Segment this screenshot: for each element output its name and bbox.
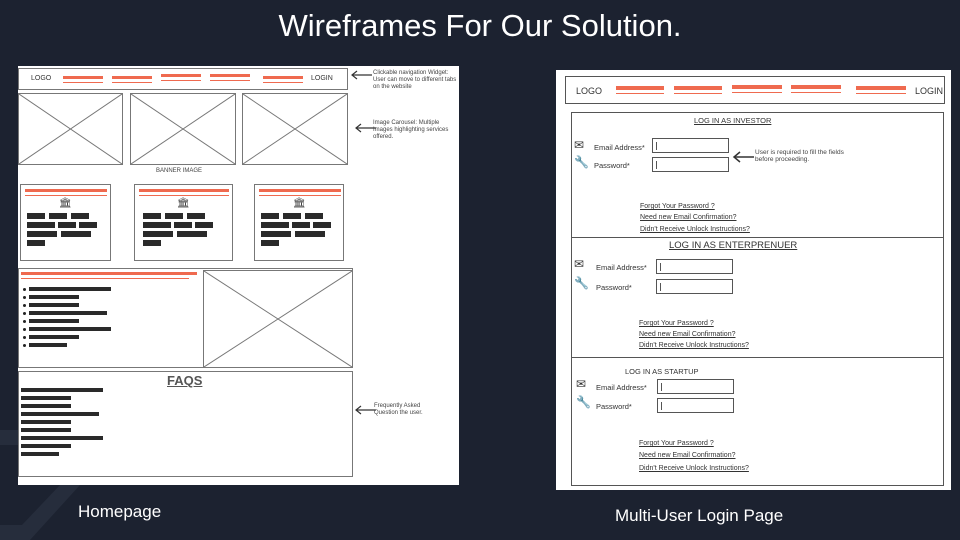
bank-icon: 🏛	[59, 198, 72, 209]
email-label: Email Address*	[596, 263, 647, 272]
login-nav-logo: LOGO	[576, 86, 603, 96]
service-card-1: 🏛	[20, 184, 111, 261]
nav-item[interactable]	[791, 85, 841, 89]
bank-icon: 🏛	[177, 198, 190, 209]
login-section-entrepreneur: LOG IN AS ENTERPRENUER ✉ Email Address* …	[572, 238, 943, 358]
password-label: Password*	[594, 161, 630, 170]
nav-item[interactable]	[63, 76, 103, 79]
banner-image-1	[18, 93, 123, 165]
nav-item[interactable]	[210, 74, 250, 77]
nav-login[interactable]: LOGIN	[311, 75, 333, 82]
note-faq: Frequently Asked Question the user.	[374, 403, 423, 416]
forgot-password-link[interactable]: Forgot Your Password ?	[639, 320, 714, 327]
password-label: Password*	[596, 402, 632, 411]
content-image	[203, 270, 353, 368]
email-icon: ✉	[576, 377, 587, 391]
section-title: LOG IN AS ENTERPRENUER	[669, 240, 798, 251]
arrow-left-icon	[355, 405, 376, 415]
service-card-2: 🏛	[134, 184, 233, 261]
email-confirmation-link[interactable]: Need new Email Confirmation?	[639, 452, 736, 459]
login-section-startup: LOG IN AS STARTUP ✉ Email Address* 🔧 Pas…	[572, 358, 943, 486]
login-nav-login[interactable]: LOGIN	[915, 86, 944, 96]
nav-item[interactable]	[732, 85, 782, 89]
unlock-instructions-link[interactable]: Didn't Receive Unlock Instructions?	[639, 465, 749, 472]
login-section-investor: LOG IN AS INVESTOR ✉ Email Address* 🔧 Pa…	[572, 113, 943, 238]
banner-image-3	[242, 93, 348, 165]
nav-bar: LOGO LOGIN	[18, 68, 348, 90]
unlock-instructions-link[interactable]: Didn't Receive Unlock Instructions?	[639, 342, 749, 349]
nav-item[interactable]	[856, 86, 906, 90]
login-wireframe: LOGO LOGIN LOG IN AS INVESTOR ✉ Email Ad…	[556, 70, 951, 490]
section-title: LOG IN AS STARTUP	[625, 367, 699, 376]
note-carousel: Image Carousel: Multiple Images highligh…	[373, 120, 449, 140]
password-field[interactable]	[657, 398, 734, 413]
nav-logo: LOGO	[31, 75, 52, 82]
forgot-password-link[interactable]: Forgot Your Password ?	[640, 203, 715, 210]
note-required: User is required to fill the fields befo…	[755, 149, 844, 163]
wrench-icon: 🔧	[574, 155, 589, 169]
email-field[interactable]	[656, 259, 733, 274]
banner-image-2	[130, 93, 236, 165]
login-container: LOG IN AS INVESTOR ✉ Email Address* 🔧 Pa…	[571, 112, 944, 486]
wrench-icon: 🔧	[574, 276, 589, 290]
wrench-icon: 🔧	[576, 395, 591, 409]
email-confirmation-link[interactable]: Need new Email Confirmation?	[640, 214, 737, 221]
homepage-wireframe: LOGO LOGIN BANNER IMAGE 🏛	[18, 66, 459, 485]
nav-item[interactable]	[674, 86, 722, 90]
email-label: Email Address*	[594, 143, 645, 152]
nav-item[interactable]	[161, 74, 201, 77]
arrow-left-icon	[351, 70, 372, 80]
caption-login: Multi-User Login Page	[615, 506, 784, 525]
banner-label: BANNER IMAGE	[156, 168, 203, 174]
slide-title: Wireframes For Our Solution.	[278, 8, 682, 43]
email-confirmation-link[interactable]: Need new Email Confirmation?	[639, 331, 736, 338]
password-label: Password*	[596, 283, 632, 292]
arrow-left-icon	[355, 123, 376, 133]
password-field[interactable]	[652, 157, 729, 172]
email-label: Email Address*	[596, 383, 647, 392]
faq-section: FAQS	[18, 371, 353, 477]
login-nav-bar: LOGO LOGIN	[565, 76, 945, 104]
email-field[interactable]	[652, 138, 729, 153]
email-icon: ✉	[574, 138, 585, 152]
unlock-instructions-link[interactable]: Didn't Receive Unlock Instructions?	[640, 226, 750, 233]
nav-item[interactable]	[112, 76, 152, 79]
arrow-left-icon	[732, 151, 754, 163]
section-title: LOG IN AS INVESTOR	[694, 116, 772, 125]
bank-icon: 🏛	[293, 198, 306, 209]
caption-homepage: Homepage	[78, 502, 162, 521]
forgot-password-link[interactable]: Forgot Your Password ?	[639, 440, 714, 447]
email-icon: ✉	[574, 257, 585, 271]
password-field[interactable]	[656, 279, 733, 294]
faq-heading: FAQS	[167, 373, 203, 388]
nav-item[interactable]	[616, 86, 664, 90]
content-section	[18, 268, 353, 368]
email-field[interactable]	[657, 379, 734, 394]
note-nav: Clickable navigation Widget: User can mo…	[373, 70, 457, 90]
nav-item[interactable]	[263, 76, 303, 79]
service-card-3: 🏛	[254, 184, 344, 261]
